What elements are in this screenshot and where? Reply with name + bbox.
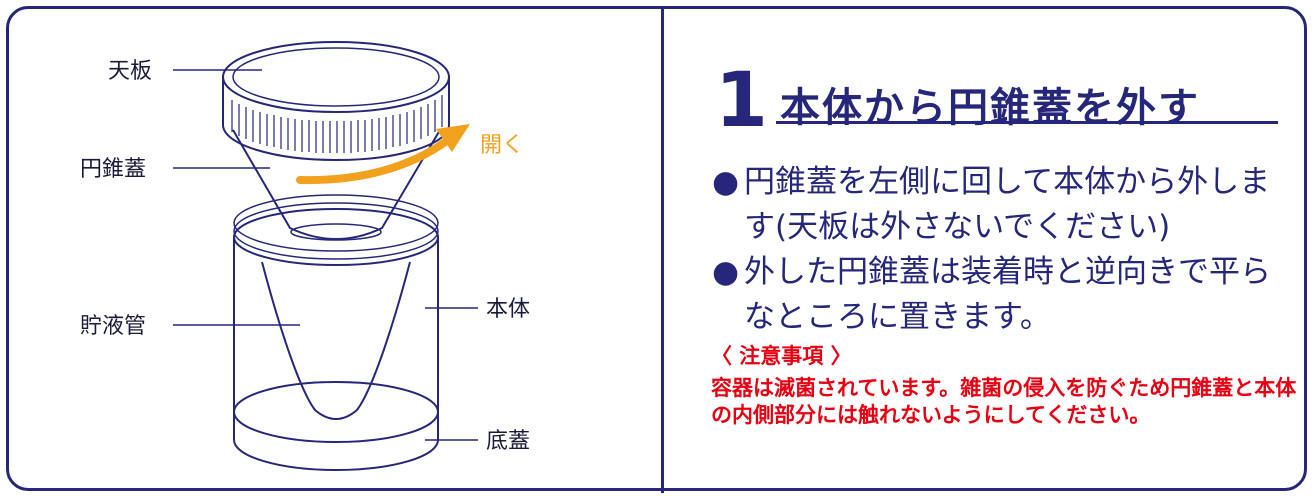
open-arrow-head-icon: [436, 124, 470, 152]
instruction-card: [6, 6, 1307, 491]
bullet-icon: ●: [712, 164, 740, 200]
instruction-list: ● 円錐蓋を左側に回して本体から外します(天板は外さないでください) ● 外した…: [712, 160, 1292, 340]
cap-side: [222, 77, 450, 161]
title-underline: [776, 121, 1278, 124]
instruction-item: ● 円錐蓋を左側に回して本体から外します(天板は外さないでください): [712, 160, 1292, 250]
open-arrow: [296, 136, 452, 185]
label-open: 開く: [480, 133, 524, 158]
label-body: 本体: [486, 297, 530, 322]
instruction-text: 円錐蓋を左側に回して本体から外します(天板は外さないでください): [744, 164, 1271, 245]
reservoir-funnel: [261, 261, 411, 420]
instruction-item: ● 外した円錐蓋は装着時と逆向きで平らなところに置きます。: [712, 250, 1292, 340]
caution-notice: 〈 注意事項 〉 容器は滅菌されています。雑菌の侵入を防ぐため円錐蓋と本体の内側…: [711, 341, 1301, 429]
top-plate: [222, 41, 450, 113]
bullet-icon: ●: [712, 254, 740, 290]
caution-title: 〈 注意事項 〉: [711, 344, 852, 368]
bottom-lid-top: [233, 381, 439, 443]
step-number: 1: [715, 55, 768, 144]
label-bottom-lid: 底蓋: [486, 429, 530, 454]
label-top-plate: 天板: [108, 59, 152, 84]
panel-divider: [661, 6, 664, 493]
label-cone-lid: 円錐蓋: [80, 157, 146, 182]
bottom-lid-side: [233, 412, 439, 471]
instruction-text: 外した円錐蓋は装着時と逆向きで平らなところに置きます。: [744, 254, 1271, 335]
caution-body: 容器は滅菌されています。雑菌の侵入を防ぐため円錐蓋と本体の内側部分には触れないよ…: [711, 376, 1297, 427]
container-illustration: 天板 円錐蓋 貯液管 本体 底蓋 開く: [80, 41, 530, 471]
body-rim: [233, 208, 439, 266]
label-reservoir: 貯液管: [80, 314, 146, 339]
